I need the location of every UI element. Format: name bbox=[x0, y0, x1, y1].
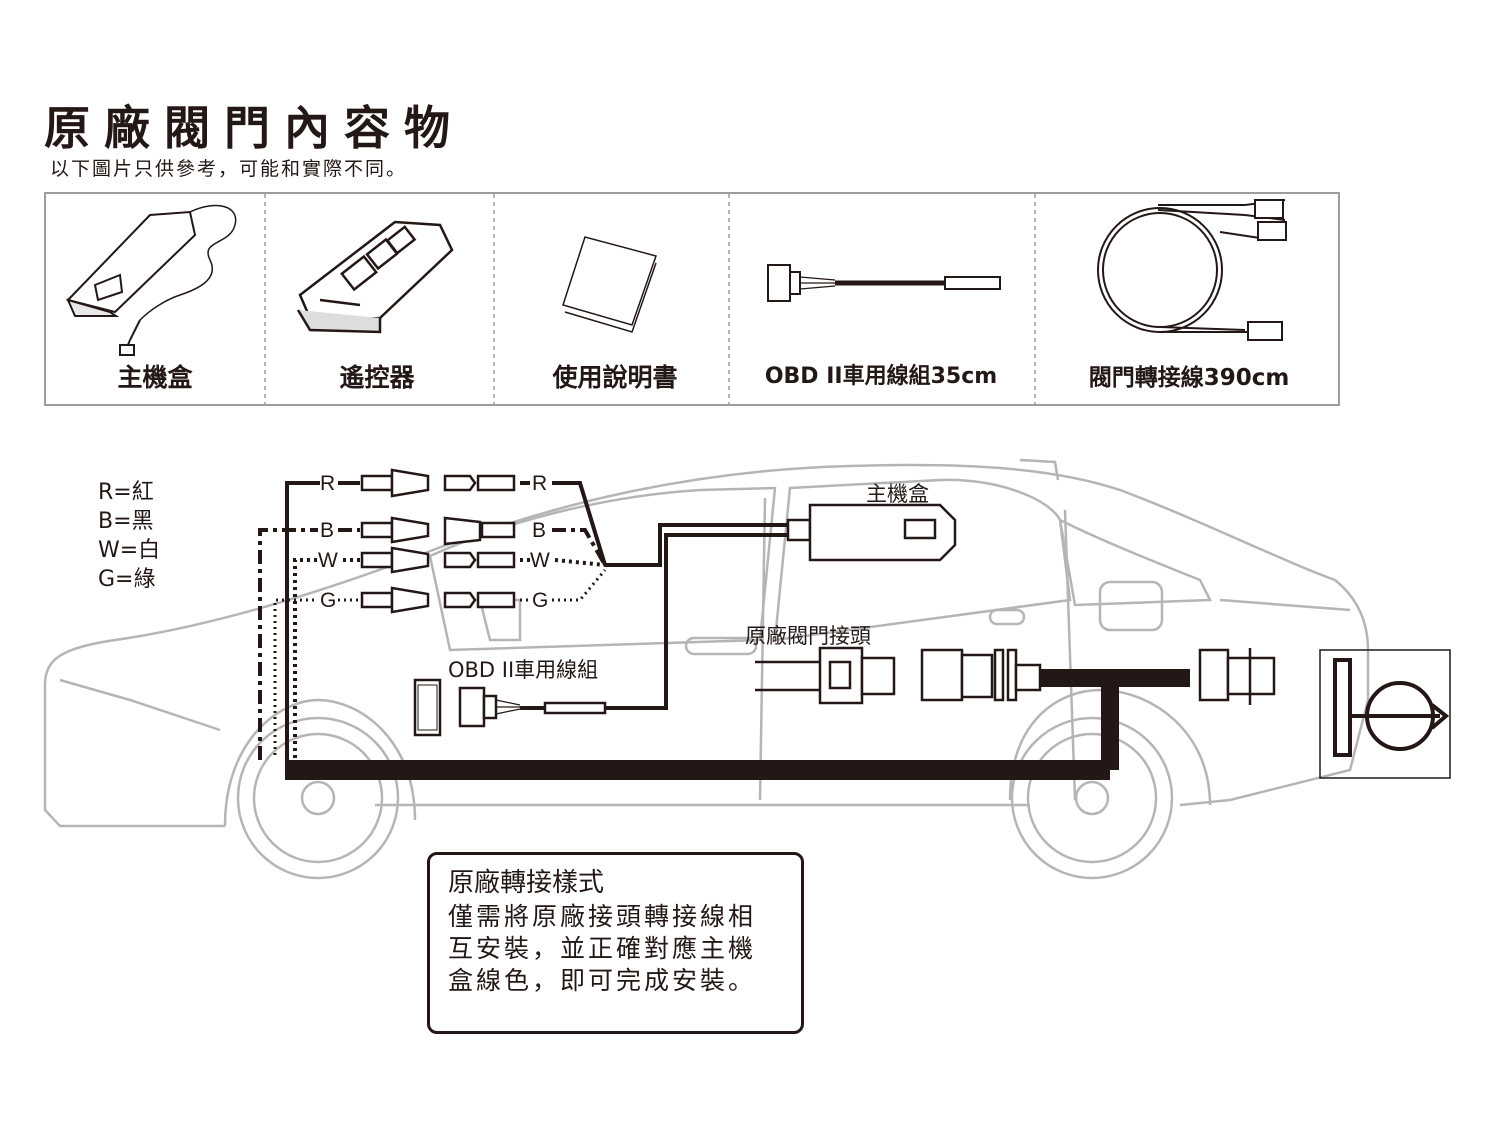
car-outline bbox=[43, 458, 1370, 880]
page-title: 原廠閥門內容物 bbox=[44, 101, 464, 155]
wire-white bbox=[293, 558, 606, 765]
valve-connector-pair bbox=[755, 646, 1276, 705]
wire-green bbox=[273, 569, 607, 755]
page-subtitle: 以下圖片只供參考，可能和實際不同。 bbox=[50, 158, 408, 180]
wire-color-legend: R=紅 B=黑 W=白 G=綠 bbox=[98, 478, 160, 594]
wire-letter-g-right: G bbox=[532, 589, 548, 612]
manual-icon bbox=[562, 236, 657, 333]
remote-control-icon bbox=[296, 220, 454, 334]
legend-item-white: W=白 bbox=[98, 538, 161, 563]
wire-letter-w-right: W bbox=[530, 549, 550, 572]
installation-note: 原廠轉接樣式 僅需將原廠接頭轉接線相 互安裝，並正確對應主機 盒線色，即可完成安… bbox=[427, 852, 804, 1034]
note-line: 僅需將原廠接頭轉接線相 bbox=[448, 902, 757, 931]
contents-label-manual: 使用說明書 bbox=[552, 363, 678, 392]
wire-letter-w-left: W bbox=[318, 549, 338, 572]
contents-dividers bbox=[264, 194, 1036, 404]
obd-cable-icon bbox=[767, 264, 1001, 302]
legend-item-green: G=綠 bbox=[98, 567, 156, 592]
note-line: 盒線色，即可完成安裝。 bbox=[448, 966, 757, 995]
wire-letter-r-left: R bbox=[320, 472, 335, 495]
note-line: 互安裝，並正確對應主機 bbox=[448, 934, 757, 963]
connectors-female bbox=[443, 474, 516, 609]
connectors-male bbox=[360, 468, 430, 614]
legend-item-red: R=紅 bbox=[98, 480, 154, 505]
obd-connector bbox=[413, 678, 607, 737]
valve-symbol-icon bbox=[1319, 649, 1451, 779]
legend-item-black: B=黑 bbox=[98, 509, 154, 534]
wire-letter-g-left: G bbox=[320, 589, 336, 612]
package-contents-panel bbox=[44, 192, 1340, 406]
contents-label-control-box: 主機盒 bbox=[117, 363, 193, 392]
wire-letter-b-left: B bbox=[320, 519, 334, 542]
wire-letter-r-right: R bbox=[532, 472, 547, 495]
valve-adapter-cable-icon bbox=[1097, 199, 1287, 341]
contents-label-remote: 遙控器 bbox=[339, 363, 415, 392]
obd-cable-label: OBD II車用線組 bbox=[448, 658, 599, 682]
contents-label-valve-cable: 閥門轉接線390cm bbox=[1088, 365, 1290, 391]
main-harness bbox=[285, 669, 1190, 780]
control-box-label: 主機盒 bbox=[866, 482, 929, 506]
valve-connector-label: 原廠閥門接頭 bbox=[745, 624, 871, 648]
wire-letter-b-right: B bbox=[532, 519, 546, 542]
control-box-unit bbox=[786, 503, 957, 562]
wire-black bbox=[258, 528, 607, 760]
wire-red bbox=[285, 481, 607, 765]
control-box-icon bbox=[66, 204, 237, 356]
contents-label-obd-cable: OBD II車用線組35cm bbox=[764, 364, 998, 389]
note-title: 原廠轉接樣式 bbox=[448, 868, 605, 898]
